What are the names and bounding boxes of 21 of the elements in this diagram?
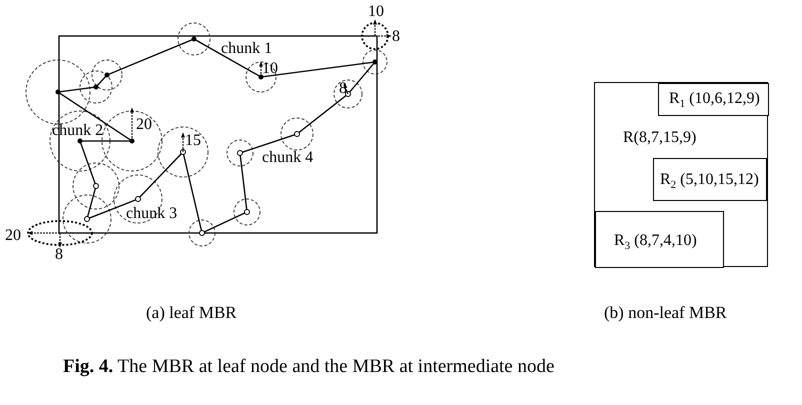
- mbr-rectangle: [595, 211, 724, 268]
- chunk-label: chunk 4: [262, 149, 314, 167]
- mbr-label: R$_{1}$ (10,6,12,9): [669, 90, 760, 110]
- dimension-label: 20: [136, 116, 152, 134]
- dimension-label: 8: [55, 246, 63, 264]
- mbr-label: R(8,7,15,9): [623, 129, 696, 147]
- subfigure-caption: (b) non-leaf MBR: [604, 302, 728, 324]
- chunk-label: chunk 1: [221, 40, 272, 58]
- subfigure-caption: (a) leaf MBR: [146, 302, 237, 324]
- chunk-label: chunk 3: [126, 205, 178, 223]
- dimension-label: 15: [185, 132, 201, 150]
- mbr-rectangle: [653, 158, 767, 201]
- mbr-label: R$_{3}$ (8,7,4,10): [614, 232, 697, 252]
- mbr-rectangle: [658, 83, 769, 116]
- dimension-label: 8: [392, 28, 400, 46]
- figure-caption: Fig. 4. The MBR at leaf node and the MBR at intermediate node: [63, 355, 554, 379]
- dimension-label: 10: [262, 60, 278, 78]
- mbr-label: R$_{2}$ (5,10,15,12): [660, 171, 759, 192]
- dimension-label: 20: [5, 227, 21, 245]
- mbr-rectangle: [594, 82, 768, 267]
- dimension-label: 10: [368, 3, 384, 21]
